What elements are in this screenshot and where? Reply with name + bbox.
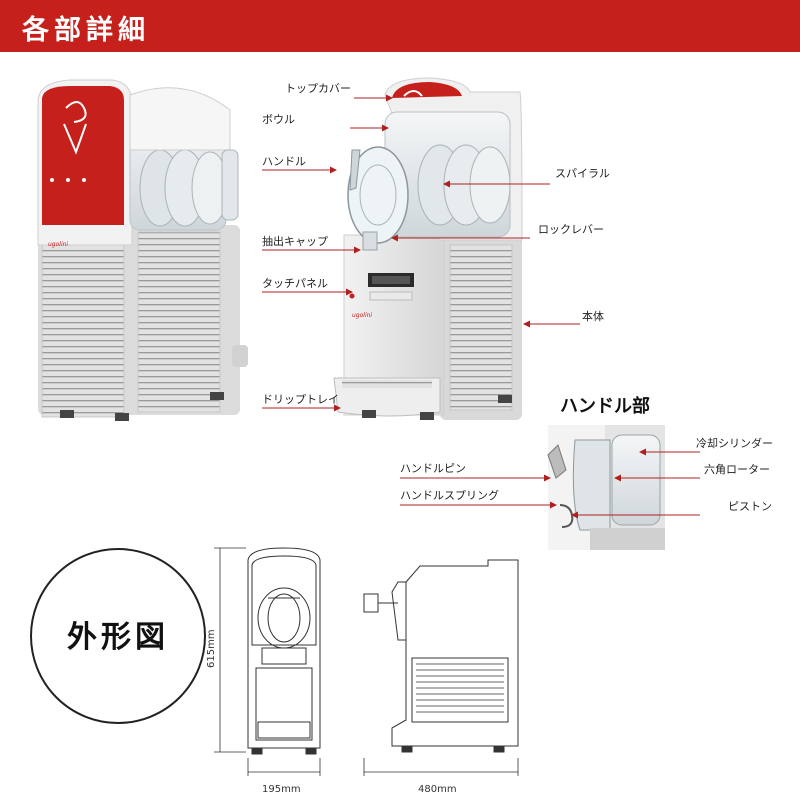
- machine-right: [333, 77, 523, 420]
- brand-logo-right: ugolini: [352, 312, 372, 319]
- label-lock-lever: ロックレバー: [538, 223, 604, 236]
- machine-left: [37, 79, 248, 421]
- dimension-width: 195mm: [262, 784, 301, 795]
- label-drip-tray: ドリップトレイ: [262, 393, 339, 406]
- dimension-depth: 480mm: [418, 784, 457, 795]
- dimension-height: 615mm: [206, 629, 217, 668]
- label-touch-panel: タッチパネル: [262, 277, 328, 290]
- label-piston: ピストン: [728, 500, 772, 513]
- outline-side-view: [363, 559, 519, 753]
- header-bar: 各部詳細: [0, 0, 800, 52]
- callout-lines: [262, 94, 700, 519]
- label-cooling-cylinder: 冷却シリンダー: [696, 437, 773, 450]
- outline-title-circle: [30, 548, 206, 724]
- label-body: 本体: [582, 310, 604, 323]
- outline-front-view: [247, 547, 321, 755]
- label-handle-spring: ハンドルスプリング: [400, 489, 499, 502]
- page-title: 各部詳細: [22, 15, 150, 46]
- handle-detail-photo: [547, 425, 665, 550]
- label-hex-rotor: 六角ローター: [704, 463, 770, 476]
- dimension-lines: [214, 547, 519, 776]
- label-spiral: スパイラル: [555, 167, 610, 180]
- brand-logo-left: ugolini: [48, 241, 68, 248]
- label-handle: ハンドル: [262, 155, 306, 168]
- label-dispense-cap: 抽出キャップ: [262, 235, 328, 248]
- label-bowl: ボウル: [262, 113, 295, 126]
- label-top-cover: トップカバー: [285, 82, 351, 95]
- handle-section-title: ハンドル部: [560, 396, 650, 417]
- outline-title: 外形図: [67, 620, 169, 655]
- label-handle-pin: ハンドルピン: [400, 462, 466, 475]
